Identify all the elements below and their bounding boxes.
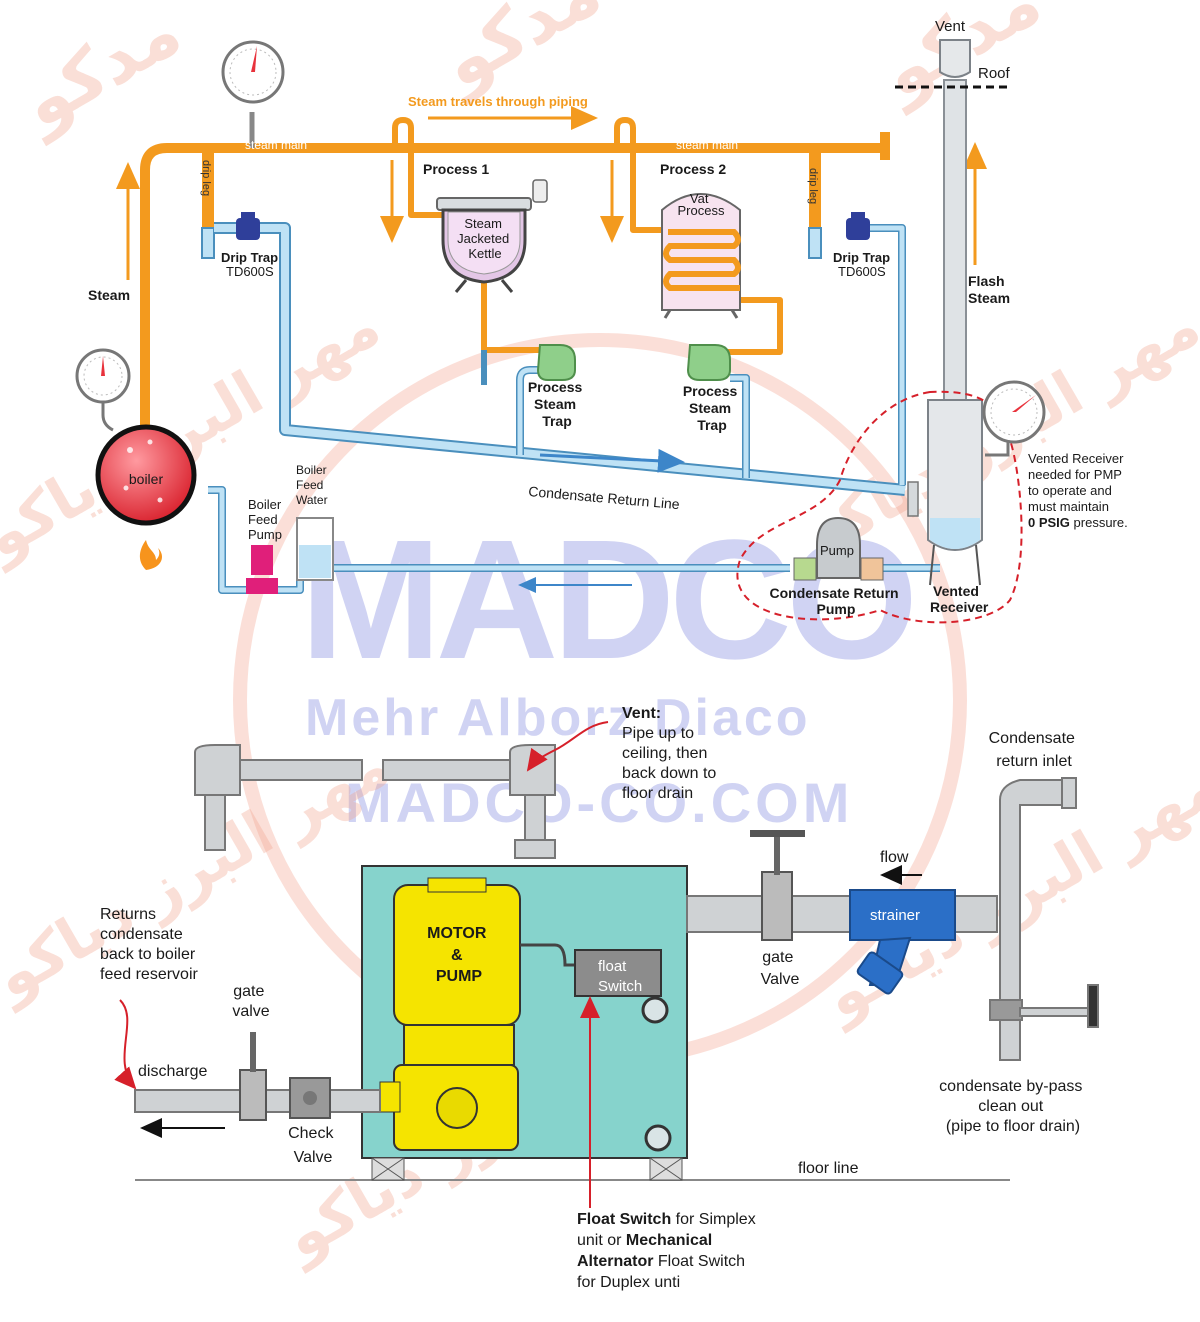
steam-travels-label: Steam travels through piping bbox=[408, 94, 588, 109]
boiler bbox=[95, 424, 197, 570]
steam-jacketed-kettle bbox=[436, 179, 548, 293]
flow-arrow-return bbox=[539, 448, 685, 473]
gate-valve-right bbox=[750, 830, 805, 941]
float-switch bbox=[574, 949, 662, 997]
vent-callout-arrow bbox=[526, 721, 609, 772]
gate-valve-left bbox=[239, 1069, 267, 1121]
pressure-gauge-boiler bbox=[75, 348, 131, 432]
vent-title: Vent: bbox=[622, 705, 661, 722]
process-trap-2-label: Process Steam Trap bbox=[683, 383, 741, 433]
check-valve-label: Check Valve bbox=[288, 1125, 338, 1166]
vat-process bbox=[661, 193, 741, 319]
drip-leg-right-well bbox=[808, 227, 822, 259]
flow-label: flow bbox=[880, 849, 909, 866]
roof-label: Roof bbox=[978, 65, 1011, 82]
float-switch-label: float Switch bbox=[598, 958, 642, 995]
bottom-labels: Vent: Pipe up to ceiling, then back down… bbox=[100, 705, 1087, 1291]
motor-pump-label: MOTOR & PUMP bbox=[427, 925, 491, 985]
returns-condensate-label: Returns condensate back to boiler feed r… bbox=[100, 906, 200, 983]
pressure-gauge-receiver bbox=[982, 380, 1046, 457]
vent-label: Vent bbox=[935, 18, 966, 35]
flash-steam-label: Flash Steam bbox=[968, 273, 1010, 306]
float-switch-note: Float Switch for Simplex unit or Mechani… bbox=[577, 1211, 760, 1291]
bypass-label: condensate by-pass clean out (pipe to fl… bbox=[939, 1078, 1087, 1135]
drip-trap-right bbox=[846, 212, 870, 240]
kettle-label: Steam Jacketed Kettle bbox=[457, 216, 513, 261]
tank-feet bbox=[371, 1157, 683, 1181]
drip-trap-left-label: Drip Trap TD600S bbox=[221, 250, 282, 279]
floor-line-label: floor line bbox=[798, 1160, 859, 1177]
strainer bbox=[849, 889, 956, 995]
boiler-feed-tank bbox=[296, 517, 334, 581]
steam-main-cap bbox=[880, 132, 890, 160]
vent-description: Pipe up to ceiling, then back down to fl… bbox=[622, 725, 721, 802]
process1-supply bbox=[392, 117, 443, 218]
process-steam-trap-2 bbox=[686, 344, 731, 381]
strainer-label: strainer bbox=[870, 907, 920, 924]
vent-stack bbox=[895, 39, 1010, 411]
tank-port bbox=[641, 996, 669, 1024]
discharge-label: discharge bbox=[138, 1063, 207, 1080]
boiler-label: boiler bbox=[129, 471, 164, 487]
drip-leg-left-label: drip leg bbox=[200, 160, 212, 196]
steam-main-right-label: steam main bbox=[676, 138, 738, 152]
process-trap-1-label: Process Steam Trap bbox=[528, 379, 586, 429]
top-labels: Vent Roof Steam travels through piping s… bbox=[88, 18, 1128, 617]
returns-callout-arrow bbox=[114, 999, 137, 1090]
gate-valve-right-label: gate Valve bbox=[761, 949, 800, 988]
watermark-url: MADCO-CO.COM bbox=[345, 771, 853, 834]
gate-valve-left-label: gate valve bbox=[232, 983, 269, 1020]
watermark-persian: مدکو bbox=[5, 0, 194, 146]
vented-receiver bbox=[907, 399, 983, 586]
check-valve bbox=[289, 1077, 331, 1119]
flame-icon bbox=[139, 540, 162, 570]
vented-receiver-label: Vented Receiver bbox=[930, 583, 989, 615]
boiler-feed-pump-label: Boiler Feed Pump bbox=[248, 497, 285, 542]
steam-main-left-label: steam main bbox=[245, 138, 307, 152]
boiler-feed-pump bbox=[246, 545, 278, 594]
tank-port bbox=[644, 1124, 672, 1152]
pressure-gauge-top bbox=[221, 40, 285, 104]
process-steam-trap-1 bbox=[536, 344, 576, 381]
vented-receiver-note: Vented Receiver needed for PMP to operat… bbox=[1028, 451, 1128, 530]
steam-piping bbox=[140, 112, 890, 440]
vat-label: Vat Process bbox=[678, 191, 725, 218]
drip-leg-right-label: drip leg bbox=[807, 168, 819, 204]
condensate-inlet-label: Condensate return inlet bbox=[989, 730, 1080, 770]
condensate-return-pump-label: Condensate Return Pump bbox=[769, 585, 902, 617]
process2-to-trap bbox=[725, 297, 783, 355]
process-2-label: Process 2 bbox=[660, 161, 726, 177]
watermark-company: Mehr Alborz Diaco bbox=[305, 689, 811, 747]
steam-label: Steam bbox=[88, 287, 130, 303]
drip-leg-left-well bbox=[201, 227, 215, 259]
drip-trap-left bbox=[236, 212, 260, 240]
boiler-feed-water-label: Boiler Feed Water bbox=[296, 463, 330, 507]
drip-trap-right-label: Drip Trap TD600S bbox=[833, 250, 894, 279]
steam-main-pipe bbox=[140, 143, 885, 440]
receiver-highlight bbox=[736, 390, 1023, 624]
watermark-logo: MADCO bbox=[300, 505, 912, 695]
process2-supply bbox=[614, 117, 665, 233]
process-1-label: Process 1 bbox=[423, 161, 489, 177]
pump-label: Pump bbox=[820, 543, 854, 558]
watermark-persian: مدکو bbox=[425, 0, 614, 106]
condensate-return-pump bbox=[793, 516, 884, 581]
motor-pump bbox=[379, 877, 580, 1151]
discharge-piping bbox=[134, 1032, 381, 1121]
